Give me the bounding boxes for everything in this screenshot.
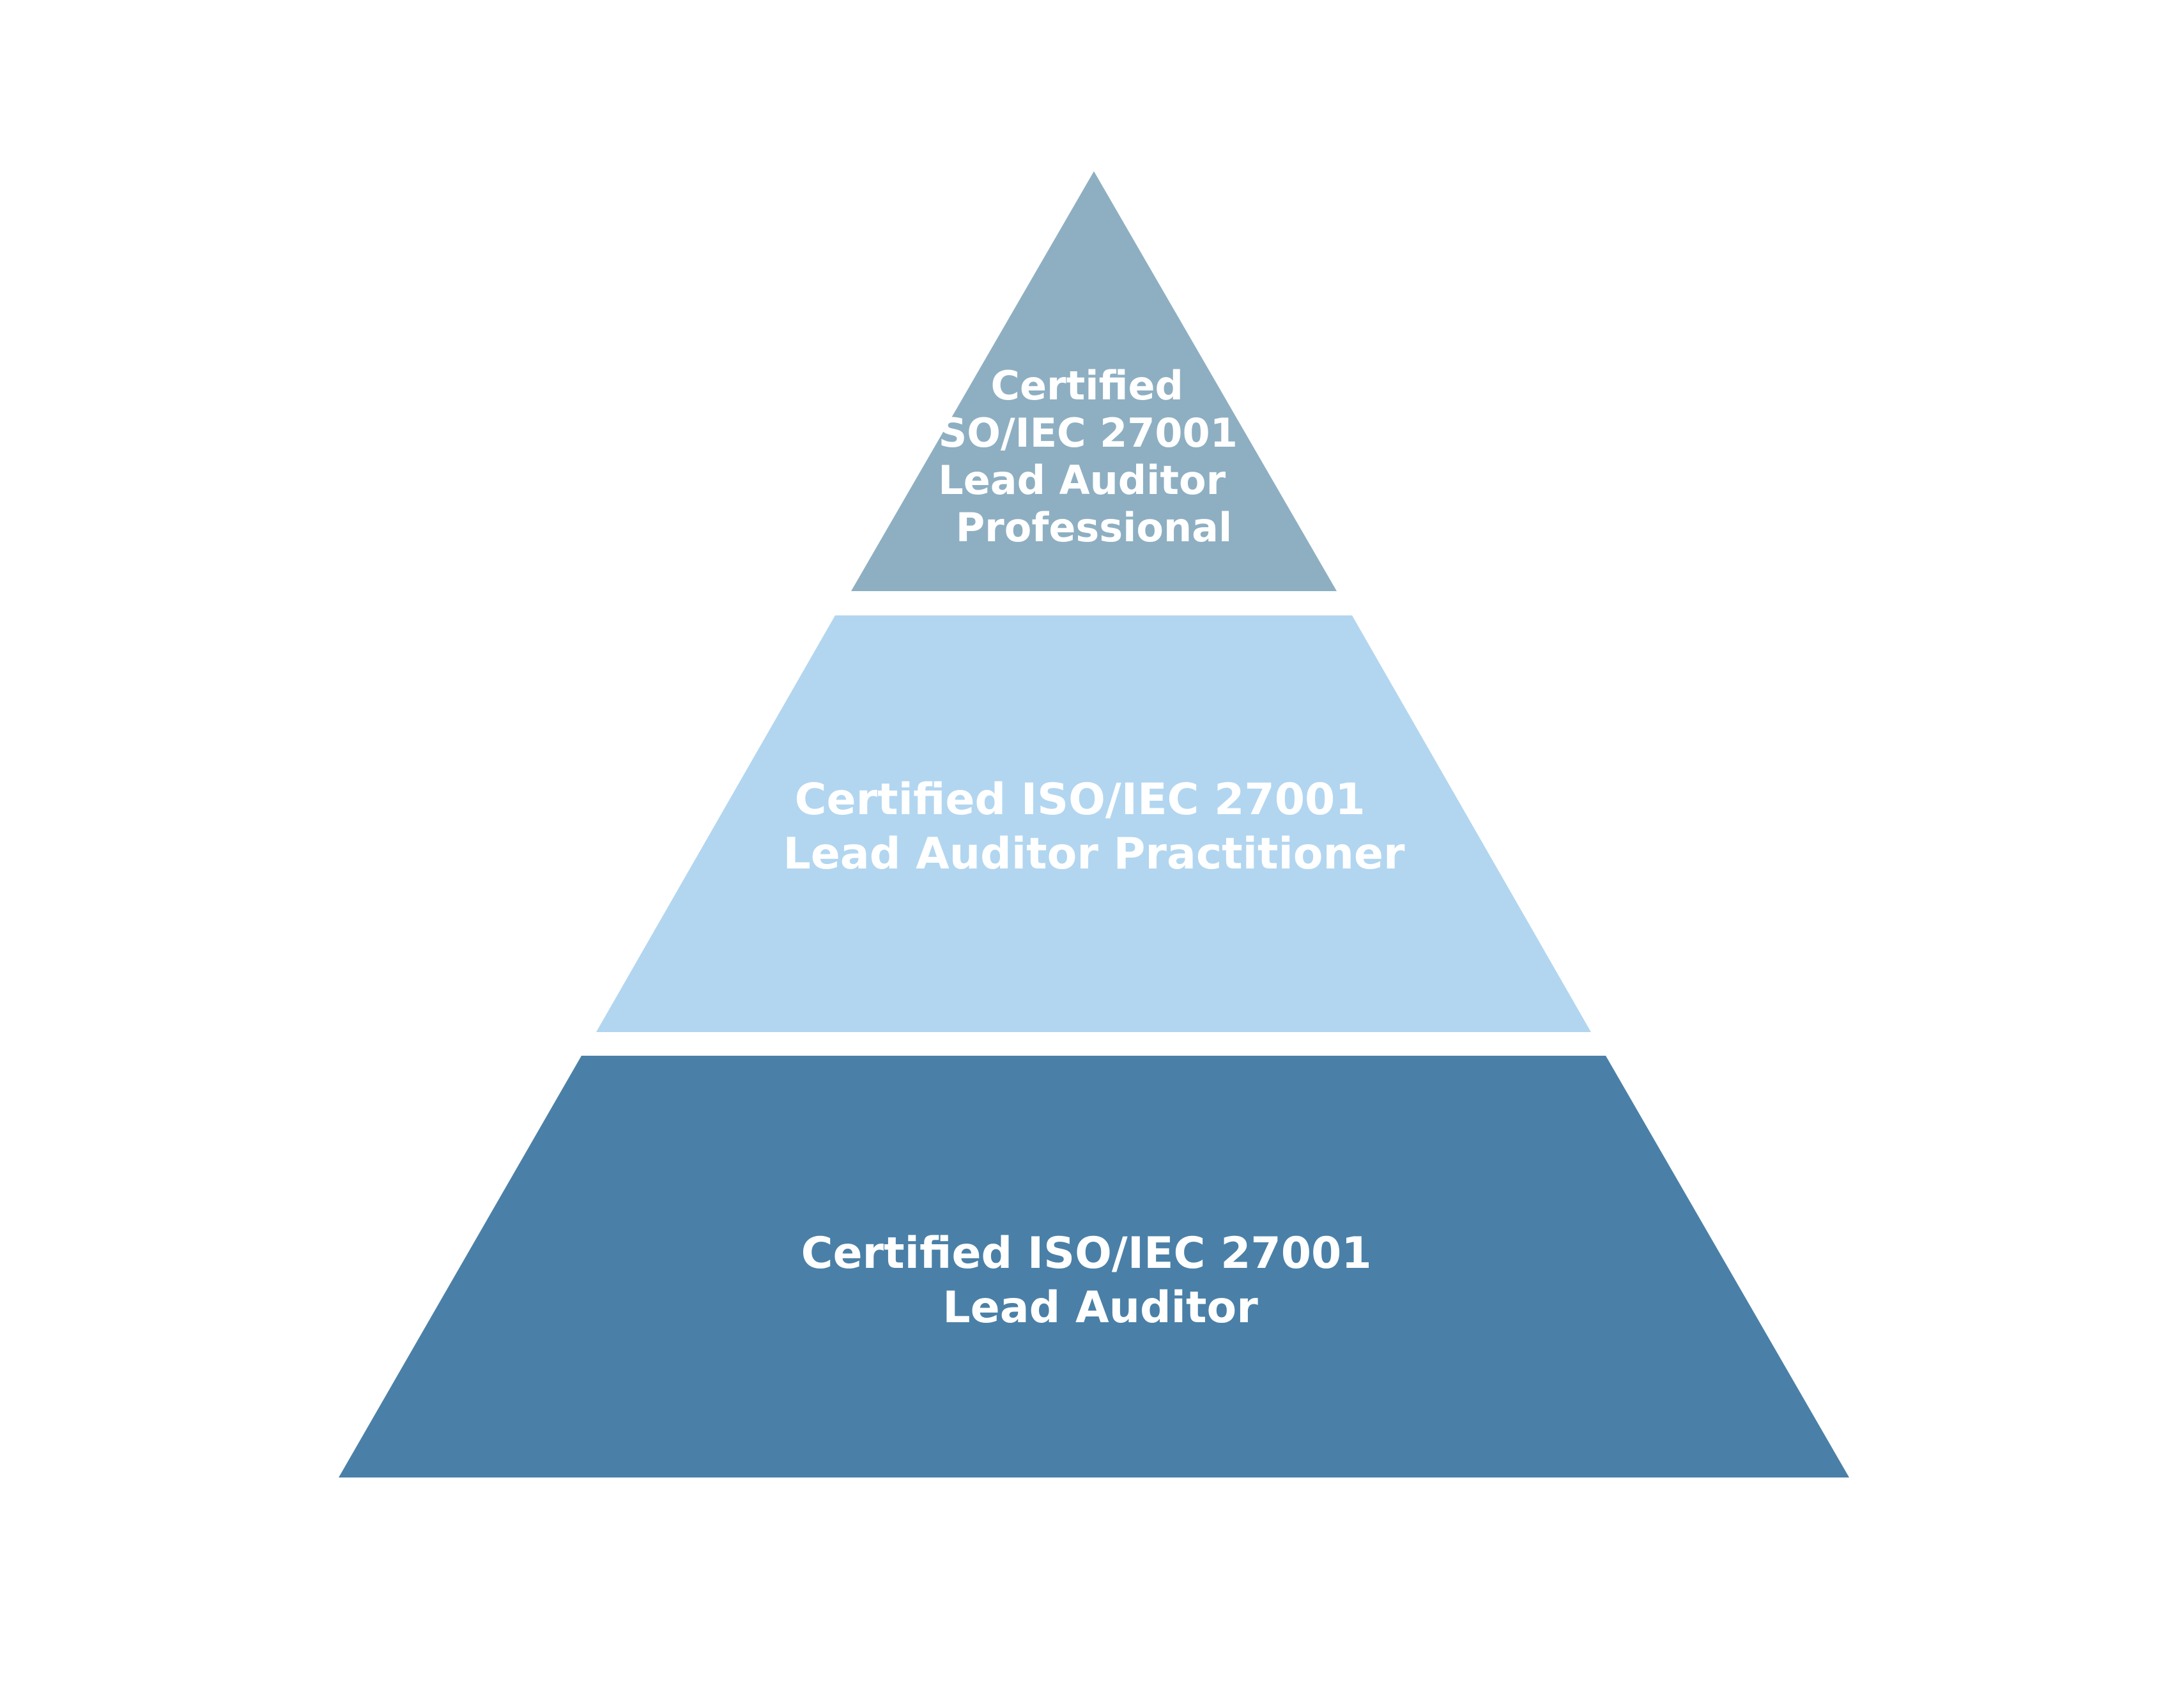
tier-top-line-1: Certified [991,362,1183,409]
pyramid-tier-bottom: Certified ISO/IEC 27001 Lead Auditor [339,1056,1849,1477]
tier-bottom-line-1: Certified ISO/IEC 27001 [801,1228,1372,1279]
tier-middle-line-1: Certified ISO/IEC 27001 [795,775,1365,825]
tier-bottom-label: Certified ISO/IEC 27001 Lead Auditor [801,1228,1387,1333]
tier-top-line-4: Professional [956,504,1233,551]
pyramid-tier-middle: Certified ISO/IEC 27001 Lead Auditor Pra… [596,615,1591,1032]
tier-middle-shape [596,615,1591,1032]
tier-middle-label: Certified ISO/IEC 27001 Lead Auditor Pra… [783,775,1405,879]
tier-bottom-line-2: Lead Auditor [942,1283,1258,1333]
tier-top-shape [851,171,1337,591]
tier-top-line-2: ISO/IEC 27001 [924,410,1238,456]
tier-bottom-shape [339,1056,1849,1477]
tier-top-line-3: Lead Auditor [938,457,1226,504]
tier-middle-line-2: Lead Auditor Practitioner [783,829,1405,879]
tier-top-label: Certified ISO/IEC 27001 Lead Auditor Pro… [924,362,1252,551]
pyramid-tier-top: Certified ISO/IEC 27001 Lead Auditor Pro… [851,171,1337,591]
